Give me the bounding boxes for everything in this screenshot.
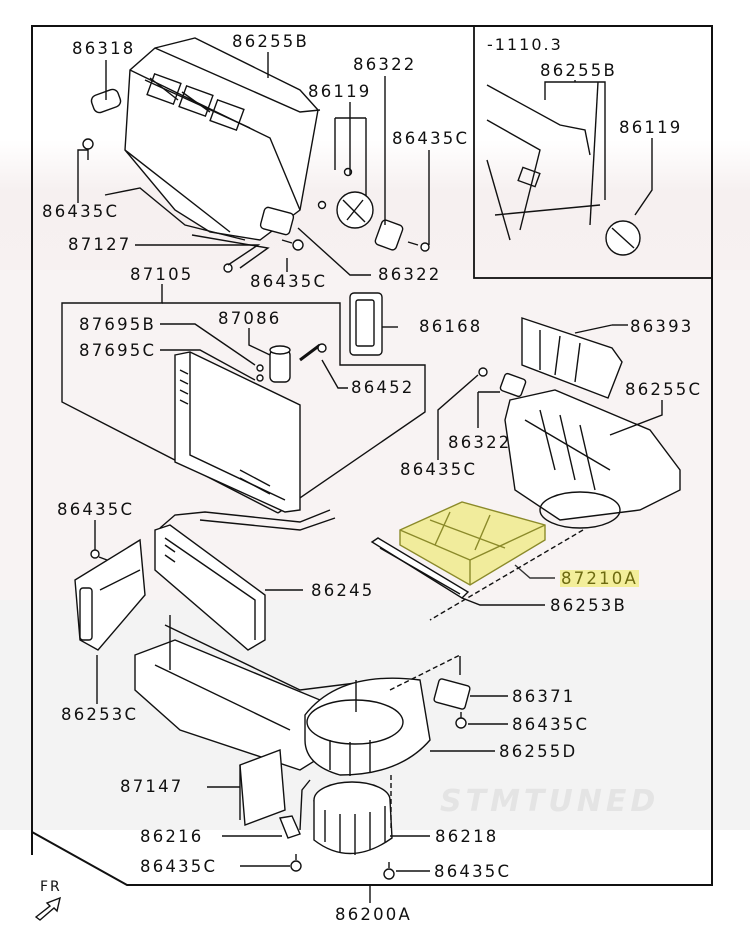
actuator-part: [259, 206, 295, 236]
side-panel-part: [74, 538, 146, 651]
inset-part-label-86255B[interactable]: 86255B: [540, 61, 618, 80]
inset-frame: [473, 25, 713, 279]
part-label-86435C[interactable]: 86435C: [400, 460, 478, 479]
part-label-86255D[interactable]: 86255D: [499, 742, 578, 761]
part-label-86318[interactable]: 86318: [72, 39, 136, 58]
part-label-86253B[interactable]: 86253B: [550, 596, 628, 615]
resistor-part: [433, 678, 471, 710]
blower-housing-part: [304, 677, 431, 776]
part-label-86218[interactable]: 86218: [435, 827, 499, 846]
part-label-86322[interactable]: 86322: [378, 265, 442, 284]
bracket-87105: [61, 284, 279, 514]
part-label-86216[interactable]: 86216: [140, 827, 204, 846]
part-label-86255B[interactable]: 86255B: [232, 32, 310, 51]
part-label-86168[interactable]: 86168: [419, 317, 483, 336]
part-label-86245[interactable]: 86245: [311, 581, 375, 600]
blower-motor-part: [313, 781, 393, 855]
linkage-87127: [191, 234, 270, 269]
part-label-87105[interactable]: 87105: [130, 265, 194, 284]
part-label-86435C[interactable]: 86435C: [434, 862, 512, 881]
screw-part: [455, 712, 467, 729]
part-label-86322[interactable]: 86322: [448, 433, 512, 452]
screw-part: [281, 239, 304, 251]
screw-part: [82, 138, 94, 160]
watermark-logo: STMTUNED: [440, 784, 660, 819]
part-label-86322[interactable]: 86322: [353, 55, 417, 74]
screw-part: [478, 367, 488, 377]
screw-part: [317, 167, 430, 252]
part-label-87695C[interactable]: 87695C: [79, 341, 157, 360]
part-label-86200A[interactable]: 86200A: [335, 905, 412, 924]
bracket-part: [279, 815, 301, 839]
evaporator-part: [174, 351, 301, 513]
part-label-86435C[interactable]: 86435C: [42, 202, 120, 221]
expansion-valve-part: [269, 349, 291, 383]
inset-upper-case-part: [486, 84, 601, 241]
part-label-87147[interactable]: 87147: [120, 777, 184, 796]
part-label-86435C[interactable]: 86435C: [57, 500, 135, 519]
upper-case-part: [104, 37, 321, 241]
screw-part: [90, 549, 108, 561]
heater-pipes-part: [159, 509, 336, 531]
inset-part-label-86119[interactable]: 86119: [619, 118, 683, 137]
bolt-part: [299, 343, 321, 362]
part-label-86435C[interactable]: 86435C: [392, 129, 470, 148]
filter-cover-part: [370, 537, 470, 599]
lower-case-part: [504, 317, 681, 529]
actuator-part: [499, 372, 527, 398]
screw-part: [383, 862, 395, 880]
cabin-filter-part: [399, 501, 546, 586]
part-label-86435C[interactable]: 86435C: [140, 857, 218, 876]
inset-version-label: -1110.3: [487, 35, 563, 54]
part-label-86393[interactable]: 86393: [630, 317, 694, 336]
heater-core-part: [154, 524, 266, 651]
part-label-87210A-highlighted[interactable]: 87210A: [560, 569, 639, 588]
part-label-86119[interactable]: 86119: [308, 82, 372, 101]
front-arrow-icon: [34, 896, 61, 921]
control-module-part: [239, 749, 286, 826]
part-label-86253C[interactable]: 86253C: [61, 705, 139, 724]
part-label-86452[interactable]: 86452: [351, 378, 415, 397]
part-label-87695B[interactable]: 87695B: [79, 315, 157, 334]
front-indicator-label: FR: [40, 879, 62, 895]
main-frame: [31, 25, 470, 855]
part-label-86435C[interactable]: 86435C: [250, 272, 328, 291]
part-label-86371[interactable]: 86371: [512, 687, 576, 706]
screw-part: [290, 854, 302, 872]
actuator-86318: [90, 88, 122, 114]
part-label-86255C[interactable]: 86255C: [625, 380, 703, 399]
actuator-part: [374, 219, 404, 251]
part-label-87086[interactable]: 87086: [218, 309, 282, 328]
part-label-86435C[interactable]: 86435C: [512, 715, 590, 734]
part-label-87127[interactable]: 87127: [68, 235, 132, 254]
